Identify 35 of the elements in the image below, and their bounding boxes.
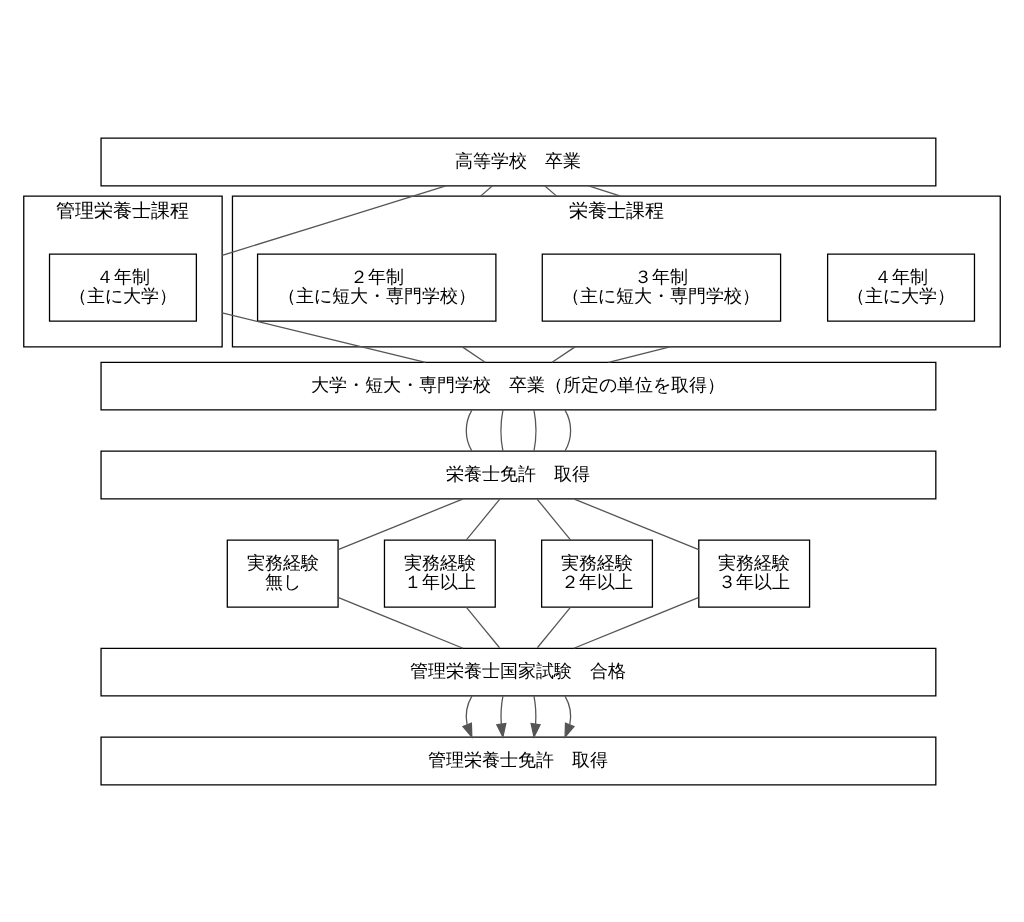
- arrow: [564, 694, 575, 739]
- connector: [533, 408, 537, 452]
- arrow: [461, 694, 473, 739]
- connector: [573, 497, 700, 550]
- arrow: [495, 694, 507, 739]
- connector: [551, 345, 576, 363]
- connector: [337, 596, 464, 649]
- connector: [465, 497, 501, 541]
- node-box: 高等学校 卒業: [100, 137, 937, 186]
- node-box: 管理栄養士国家試験 合格: [100, 647, 937, 697]
- connector: [544, 184, 558, 197]
- connector: [500, 408, 504, 452]
- connector: [536, 497, 572, 541]
- node-box: 栄養士免許 取得: [100, 450, 937, 499]
- node-box: 管理栄養士免許 取得: [100, 736, 937, 785]
- arrow: [530, 694, 542, 739]
- node-box: 実務経験 無し: [226, 538, 339, 608]
- connector: [465, 408, 473, 452]
- node-box: ４年制 （主に大学）: [48, 252, 198, 322]
- connector: [564, 408, 572, 452]
- node-box: 実務経験 ３年以上: [698, 538, 811, 608]
- node-box: ３年制 （主に短大・専門学校）: [541, 252, 782, 322]
- node-box: 大学・短大・専門学校 卒業（所定の単位を取得）: [100, 361, 937, 411]
- connector: [337, 497, 464, 550]
- connector: [465, 606, 501, 648]
- connector: [587, 184, 622, 197]
- connector: [479, 184, 494, 197]
- node-box: 実務経験 ２年以上: [541, 538, 654, 608]
- node-box: ４年制 （主に大学）: [826, 252, 976, 322]
- connector: [536, 606, 572, 648]
- node-box: 実務経験 １年以上: [383, 538, 496, 608]
- node-box: ２年制 （主に短大・専門学校）: [256, 252, 497, 322]
- connector: [221, 184, 447, 256]
- connector: [573, 596, 699, 649]
- connector: [461, 345, 486, 363]
